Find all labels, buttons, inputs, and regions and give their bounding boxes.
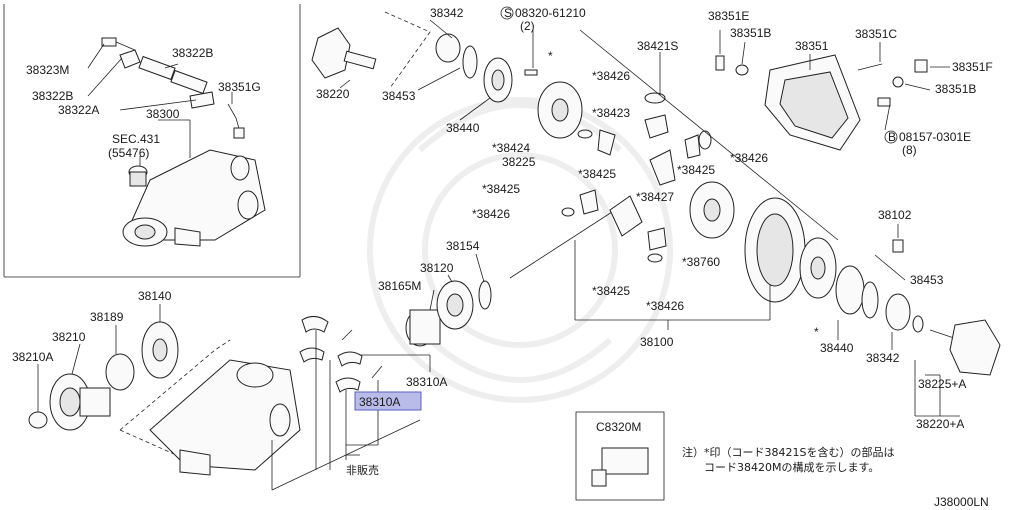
callout-38351G[interactable]: 38351G [218,80,261,94]
callout-38351F[interactable]: 38351F [952,60,993,74]
callout-38225A[interactable]: 38225+A [918,377,966,391]
star-mark-a: * [548,49,553,63]
callout-C8320M[interactable]: C8320M [596,420,641,434]
callout-38100[interactable]: 38100 [640,335,674,349]
callout-38300[interactable]: 38300 [146,107,180,121]
side-flange-group [799,224,1001,417]
callout-38154[interactable]: 38154 [446,239,480,253]
callout-38322B[interactable]: 38322B [172,46,213,60]
callout-08157-0301E[interactable]: 08157-0301E [899,130,971,144]
callout-38210[interactable]: 38210 [52,330,86,344]
callout-38351B-2[interactable]: 38351B [935,82,976,96]
b-mark-letter: B [888,130,896,144]
callout-38426-b[interactable]: *38426 [730,151,768,165]
callout-38424[interactable]: *38424 [492,141,530,155]
callout-38220[interactable]: 38220 [316,87,350,101]
callout-38425-d[interactable]: *38425 [592,284,630,298]
callout-38225[interactable]: 38225 [502,155,536,169]
callout-38453-top[interactable]: 38453 [382,89,416,103]
callout-38342-right[interactable]: 38342 [866,351,900,365]
callout-38423[interactable]: *38423 [592,106,630,120]
callout-38351E[interactable]: 38351E [708,9,749,23]
callout-38425-a[interactable]: *38425 [578,167,616,181]
callout-38425-c[interactable]: *38425 [482,182,520,196]
watermark-emblem [367,97,673,403]
callout-38140[interactable]: 38140 [138,289,172,303]
callout-38220A[interactable]: 38220+A [916,417,964,431]
front-mount-group [28,304,301,476]
callout-38310A-highlighted[interactable]: 38310A [359,395,400,409]
callout-38426-d[interactable]: *38426 [646,299,684,313]
inset-leader-lines [87,43,233,166]
callout-38322B-2[interactable]: 38322B [32,89,73,103]
diagram-code: J38000LN [934,495,989,509]
s-mark-letter: S [504,6,512,20]
callout-38427[interactable]: *38427 [636,190,674,204]
sealant-box [575,411,665,501]
callout-08157-qty: (8) [902,143,917,157]
s-mark-icon [500,6,514,20]
callout-38426-c[interactable]: *38426 [472,207,510,221]
not-sold-label: 非販売 [346,464,379,477]
callout-38323M[interactable]: 38323M [26,63,69,77]
note-line-2: コード38420Mの構成を示します。 [704,461,879,474]
callout-38210A[interactable]: 38210A [12,350,53,364]
differential-internals [509,81,806,303]
callout-38426-a[interactable]: *38426 [592,69,630,83]
callout-38453-right[interactable]: 38453 [910,273,944,287]
callout-38351C[interactable]: 38351C [855,27,897,41]
callout-38351B[interactable]: 38351B [730,26,771,40]
note-line-1: 注）*印（コード38421Sを含む）の部品は [682,445,894,459]
callout-38342-top[interactable]: 38342 [430,6,464,20]
callout-38351[interactable]: 38351 [795,39,829,53]
callout-38440-top[interactable]: 38440 [446,121,480,135]
star-mark-b: * [814,325,819,339]
callout-38760[interactable]: *38760 [682,255,720,269]
callout-08320-61210[interactable]: 08320-61210 [515,6,586,20]
callout-08320-qty: (2) [520,19,535,33]
inset-frame [3,4,301,278]
callout-38165M[interactable]: 38165M [378,279,421,293]
b-mark-icon [884,130,898,144]
callout-38189[interactable]: 38189 [90,310,124,324]
inset-parts [101,37,266,247]
rear-cover-group [715,30,950,151]
callout-38425-b[interactable]: *38425 [677,163,715,177]
callout-38421S[interactable]: 38421S [637,39,678,53]
assembly-frame-lines [574,29,839,330]
callout-38440-right[interactable]: 38440 [820,341,854,355]
callout-38310A-top[interactable]: 38310A [406,375,447,389]
bearing-cap-group [271,316,431,491]
callout-sec431[interactable]: SEC.431 [112,132,160,146]
callout-38322A[interactable]: 38322A [58,103,99,117]
callout-38102[interactable]: 38102 [878,208,912,222]
callout-38120[interactable]: 38120 [420,261,454,275]
highlight-box [354,391,422,411]
pinion-flange-group [311,11,538,121]
callout-55476: (55476) [108,146,149,160]
drive-pinion-group [405,253,492,347]
callout-labels: 38323M 38322B 38322B 38322A 38351G 38300… [12,6,993,509]
